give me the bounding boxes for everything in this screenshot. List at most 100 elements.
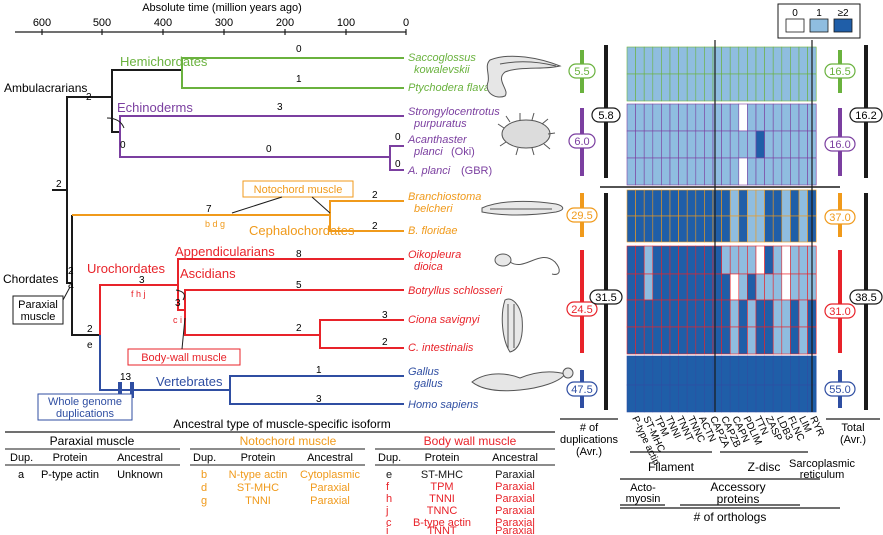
heatmap-cell	[635, 245, 645, 275]
heatmap-cell	[729, 245, 740, 275]
dup-letters: b d g	[205, 219, 225, 229]
table-cell: b	[201, 469, 207, 481]
group-label-chordates: Chordates	[3, 272, 58, 286]
heatmap-cell	[764, 130, 774, 159]
heatmap-cell	[669, 130, 679, 159]
heatmap-cell	[686, 355, 697, 386]
heatmap-cell	[798, 355, 808, 386]
heatmap-cell	[764, 299, 774, 328]
heatmap-cell	[635, 355, 645, 386]
heatmap-cell	[798, 299, 808, 328]
heatmap-cell	[755, 355, 765, 386]
species-name: dioica	[414, 261, 443, 273]
ascidian-illustration	[501, 298, 523, 353]
heatmap-cell	[721, 355, 731, 386]
heatmap-cell	[678, 326, 688, 355]
heatmap-cell	[704, 299, 714, 328]
heatmap-cell	[738, 46, 748, 75]
heatmap-cell	[798, 384, 808, 413]
table-header: Dup.	[378, 452, 401, 464]
heatmap-cell	[686, 189, 697, 217]
heatmap-cell	[790, 46, 800, 75]
heatmap-cell	[781, 46, 791, 75]
group-label-ambulacrarians: Ambulacrarians	[4, 81, 87, 95]
species-name: Saccoglossus	[408, 52, 476, 64]
paraxial-muscle-box	[12, 295, 64, 325]
heatmap-cell	[798, 189, 808, 217]
heatmap-cell	[738, 189, 748, 217]
table-header: Dup.	[10, 452, 33, 464]
heatmap-cell	[669, 299, 679, 328]
heatmap-cell	[781, 245, 791, 275]
total-value-hemichordates: 16.5	[829, 66, 850, 78]
heatmap-cell	[704, 215, 714, 243]
heatmap-cell	[764, 245, 774, 275]
heatmap-cell	[704, 157, 714, 186]
legend-swatch-0	[785, 18, 805, 33]
heatmap-cell	[643, 73, 654, 102]
heatmap-cell	[626, 355, 636, 386]
table-cell: ST-MHC	[237, 482, 279, 494]
table-header: Ancestral	[492, 452, 538, 464]
heatmap-cell	[798, 130, 808, 159]
branch-count: 3	[277, 102, 283, 113]
heatmap-cell	[652, 299, 662, 328]
heatmap-cell	[755, 215, 765, 243]
heatmap-cell	[695, 245, 705, 275]
dup-value-cephalochordates: 29.5	[571, 210, 592, 222]
dup-value-echinoderms: 6.0	[574, 136, 589, 148]
dup-caption: (Avr.)	[576, 446, 602, 458]
table-cell: e	[386, 469, 392, 481]
branch-count: 7	[206, 204, 212, 215]
heatmap-cell	[755, 384, 765, 413]
table-header: Ancestral	[307, 452, 353, 464]
heatmap-cell	[678, 215, 688, 243]
heatmap-cell	[643, 215, 654, 243]
table-header: Protein	[241, 452, 276, 464]
heatmap-cell	[712, 326, 722, 355]
species-name: Botryllus schlosseri	[408, 285, 503, 297]
table-cell: a	[18, 469, 25, 481]
heatmap-cell	[686, 130, 697, 159]
heatmap-cell	[669, 103, 679, 132]
heatmap-cell	[686, 245, 697, 275]
heatmap-cell	[772, 245, 783, 275]
time-tick-label: 300	[215, 17, 233, 29]
heatmap-cell	[669, 355, 679, 386]
legend-label-0: 0	[792, 8, 798, 19]
heatmap-cell	[747, 273, 757, 301]
heatmap-cell	[695, 189, 705, 217]
heatmap-cell	[747, 157, 757, 186]
heatmap-cell	[652, 245, 662, 275]
heatmap-cell	[704, 103, 714, 132]
acorn-worm-illustration	[486, 55, 562, 98]
heatmap-cell	[721, 384, 731, 413]
heatmap-cell	[764, 273, 774, 301]
heatmap-cell	[704, 245, 714, 275]
heatmap-cell	[635, 384, 645, 413]
heatmap-cell	[738, 299, 748, 328]
category-filament: Filament	[648, 460, 695, 474]
heatmap-cell	[626, 103, 636, 132]
dup-value-hemichordates: 5.5	[574, 66, 589, 78]
branch-count: 3	[175, 298, 181, 309]
heatmap-cell	[738, 245, 748, 275]
heatmap-cell	[669, 326, 679, 355]
heatmap-cell	[738, 103, 748, 132]
branch-count: 3	[316, 394, 322, 405]
heatmap-cell	[772, 73, 783, 102]
heatmap-cell	[790, 326, 800, 355]
heatmap-cell	[678, 46, 688, 75]
table-cell: c	[386, 517, 392, 529]
total-value-urochordates: 31.0	[829, 306, 850, 318]
branch-count: 2	[86, 92, 92, 103]
heatmap-cell	[661, 46, 671, 75]
heatmap-cell	[755, 245, 765, 275]
branch-count: 0	[395, 132, 401, 143]
heatmap-cell	[652, 215, 662, 243]
heatmap-cell	[721, 157, 731, 186]
heatmap-cell	[721, 189, 731, 217]
heatmap-cell	[686, 46, 697, 75]
table-cell: Paraxial	[310, 482, 350, 494]
heatmap-cell	[678, 245, 688, 275]
